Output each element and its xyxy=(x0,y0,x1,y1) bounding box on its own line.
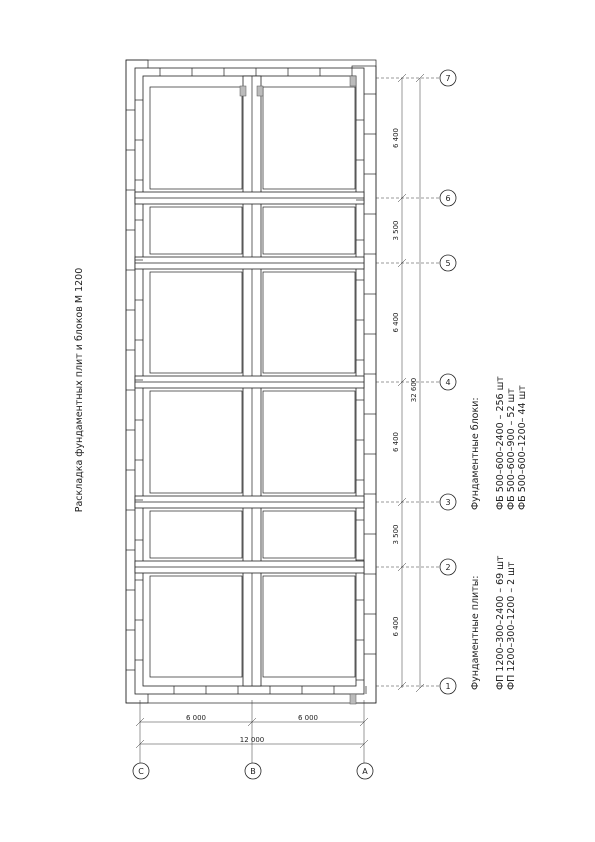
dim-span-vertical: 3 500 xyxy=(392,220,400,240)
drawing-title: Раскладка фундаментных плит и блоков М 1… xyxy=(74,268,85,513)
dim-span-vertical: 6 400 xyxy=(392,128,400,148)
legend-block-2: ФБ 500–600–900 – 52 шт xyxy=(506,388,517,510)
dim-span-vertical: 3 500 xyxy=(392,524,400,544)
axis-markers-vertical: С В А xyxy=(132,762,374,780)
dim-span-vertical: 6 400 xyxy=(392,312,400,332)
rooms xyxy=(126,68,376,705)
axis-3: 3 xyxy=(439,493,457,511)
svg-text:7: 7 xyxy=(445,74,450,83)
axis-C: С xyxy=(132,762,150,780)
dim-span-vertical: 6 400 xyxy=(392,432,400,452)
svg-text:В: В xyxy=(250,767,256,776)
dim-total-horizontal: 12 000 xyxy=(240,736,265,744)
legend-plate-1: ФП 1200–300–2400 – 69 шт xyxy=(495,555,506,690)
axis-2: 2 xyxy=(439,558,457,576)
axis-A: А xyxy=(356,762,374,780)
dim-total-vertical: 32 600 xyxy=(410,378,418,403)
axis-7: 7 xyxy=(439,69,457,87)
svg-text:1: 1 xyxy=(445,682,450,691)
axis-markers-horizontal: 1 2 3 4 5 6 7 xyxy=(439,69,457,695)
svg-text:5: 5 xyxy=(445,259,450,268)
axis-1: 1 xyxy=(439,677,457,695)
legend-blocks-title: Фундаментные блоки: xyxy=(470,397,481,510)
svg-text:2: 2 xyxy=(445,563,450,572)
legend-block-1: ФБ 500–600–2400 – 256 шт xyxy=(495,376,506,510)
dim-span-2: 6 000 xyxy=(298,714,318,722)
dimension-lines-vertical: 6 400 3 500 6 400 6 400 3 500 6 400 32 600 xyxy=(376,73,440,693)
legend-block-3: ФБ 500–600–1200– 44 шт xyxy=(517,385,528,510)
axis-6: 6 xyxy=(439,189,457,207)
axis-B: В xyxy=(244,762,262,780)
svg-text:С: С xyxy=(138,767,144,776)
svg-text:А: А xyxy=(362,767,368,776)
svg-text:3: 3 xyxy=(445,498,450,507)
legend-plates-title: Фундаментные плиты: xyxy=(470,576,481,690)
axis-5: 5 xyxy=(439,254,457,272)
dim-span-vertical: 6 400 xyxy=(392,616,400,636)
dimension-lines-horizontal: 6 000 6 000 12 000 xyxy=(135,700,369,764)
legend: Фундаментные плиты: ФП 1200–300–2400 – 6… xyxy=(470,376,528,690)
axis-4: 4 xyxy=(439,373,457,391)
legend-plate-2: ФП 1200–300–1200 – 2 шт xyxy=(506,561,517,690)
dim-span-1: 6 000 xyxy=(186,714,206,722)
svg-text:4: 4 xyxy=(445,378,450,387)
svg-text:6: 6 xyxy=(445,194,450,203)
